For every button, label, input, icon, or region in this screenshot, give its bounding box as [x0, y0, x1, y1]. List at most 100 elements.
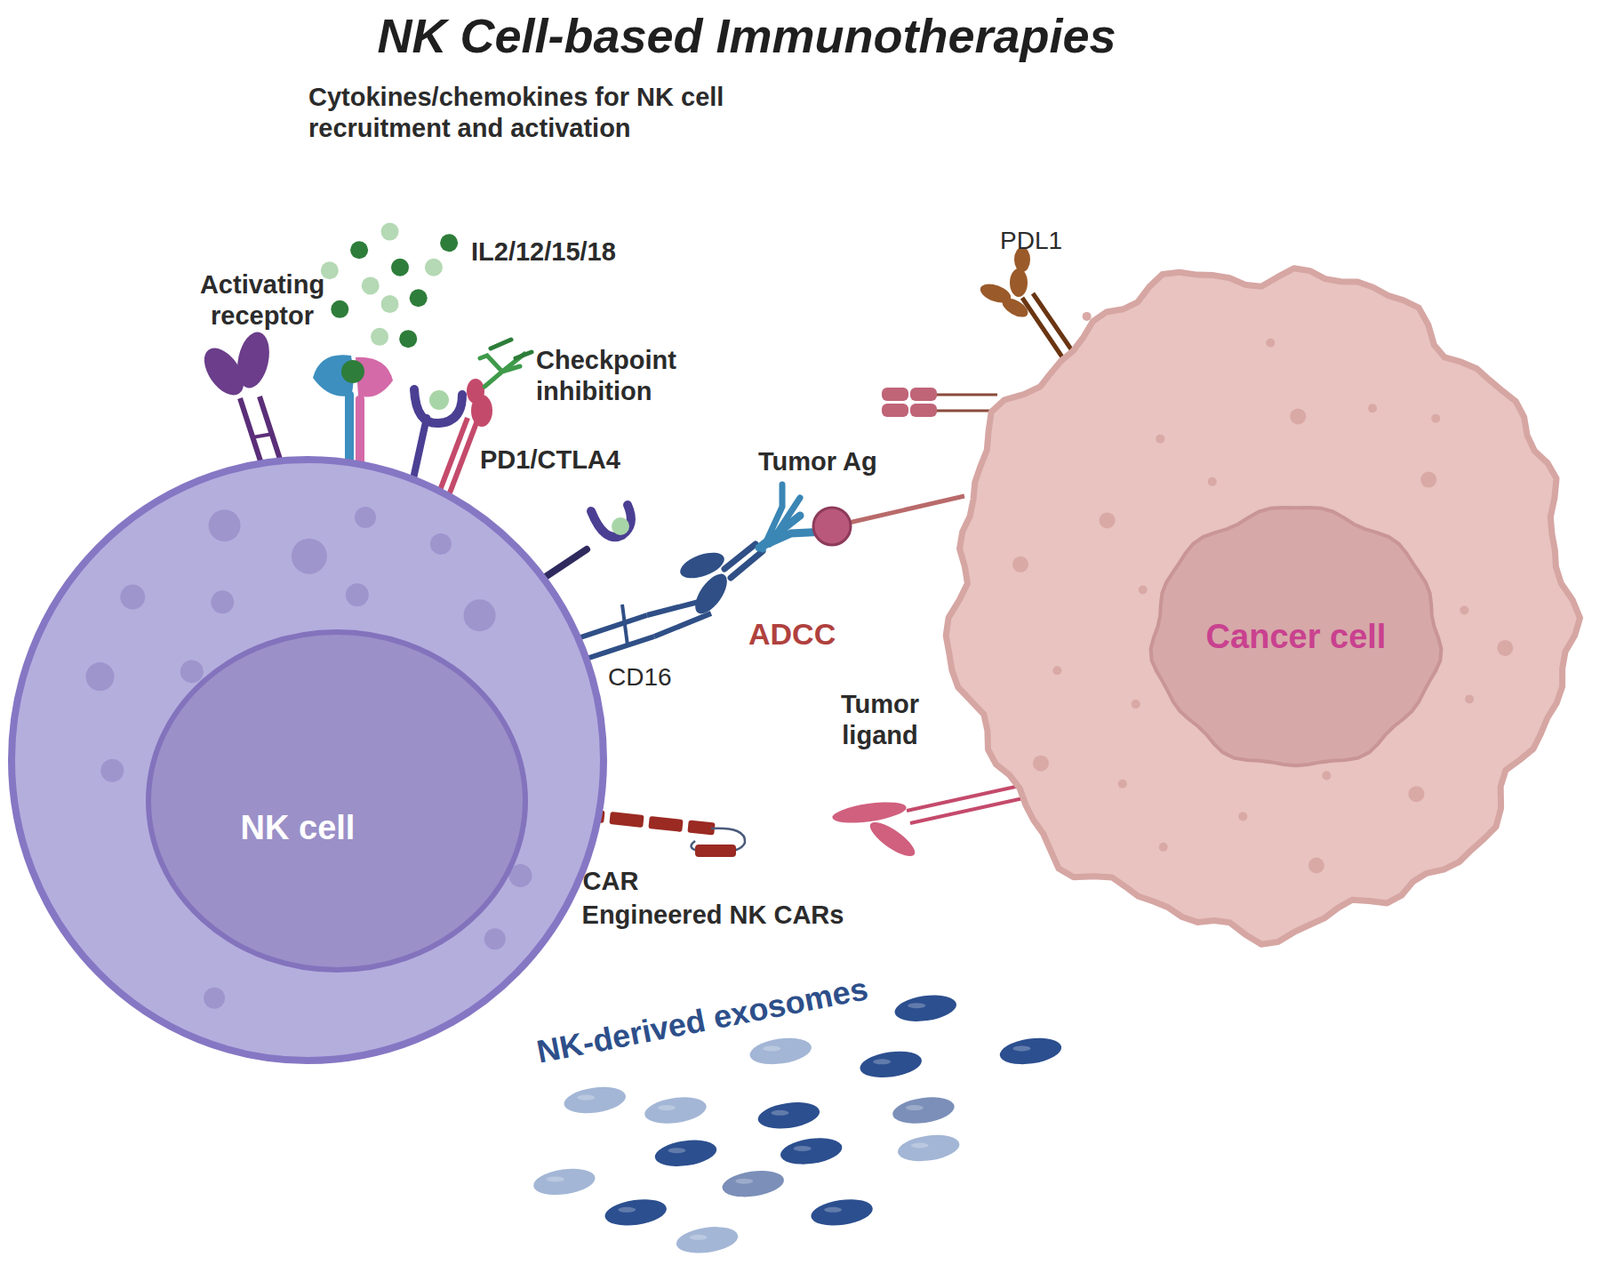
cell-shape [7, 455, 608, 1065]
granule [210, 590, 234, 614]
exosome-shine [689, 1234, 708, 1240]
exosome [674, 1223, 740, 1256]
exosome-shine [546, 1176, 565, 1182]
granule [291, 538, 328, 575]
exosome-shine [1012, 1045, 1031, 1051]
label: NK-derived exosomes [533, 969, 871, 1072]
pdl1-ligand [977, 247, 1080, 367]
tumor-ligand-shape [831, 784, 1032, 862]
granule [1408, 785, 1424, 802]
cytokine-dot [391, 258, 409, 277]
granule [464, 599, 496, 632]
cell-membrane [945, 268, 1580, 945]
exosome [531, 1165, 597, 1199]
granule [1012, 556, 1029, 573]
label: Engineered NK CARs [582, 899, 845, 931]
cell-membrane [11, 459, 604, 1061]
granule [430, 533, 452, 555]
cytokine-dot [381, 223, 400, 241]
granule [1155, 434, 1165, 444]
exosome [998, 1034, 1064, 1068]
granule [1159, 842, 1168, 852]
nucleus [148, 632, 526, 970]
exosome-shine [872, 1058, 891, 1064]
exosome-shine [735, 1178, 753, 1184]
granule [1496, 640, 1513, 656]
granule [1265, 338, 1275, 348]
granule [1459, 606, 1469, 616]
exosome-shine [824, 1207, 842, 1213]
granule [203, 987, 225, 1009]
exosome-shine [667, 1147, 686, 1153]
granule [1131, 699, 1141, 709]
granule [1118, 779, 1128, 789]
granule [1099, 512, 1116, 528]
exosome-shine [617, 1207, 636, 1213]
checkpoint-antibody [480, 339, 532, 387]
cancer-cell: Cancer cell [928, 248, 1594, 952]
label: IL2/12/15/18 [471, 236, 616, 268]
exosome [603, 1195, 669, 1229]
nk-receptor [533, 504, 632, 585]
granule [1308, 857, 1325, 874]
exosome [756, 1098, 822, 1132]
granule [120, 584, 145, 610]
activating-receptor [196, 328, 287, 480]
granule [1238, 811, 1248, 821]
exosome [562, 1083, 628, 1117]
exosome-shine [576, 1095, 595, 1101]
label: Activating receptor [177, 269, 347, 332]
granule [180, 659, 204, 683]
label: Tumor Ag [758, 446, 878, 478]
label: PD1/CTLA4 [480, 444, 621, 476]
cytokine-dot [381, 295, 400, 313]
exosome-shine [762, 1045, 781, 1051]
exosome-shine [770, 1110, 789, 1116]
nk-cell: NK cell [7, 455, 608, 1065]
cytokine-dots [320, 223, 458, 349]
cell-shape [928, 248, 1594, 952]
exosome-shine [911, 1143, 929, 1149]
granule [484, 928, 506, 950]
granule [1289, 408, 1306, 424]
granule [1032, 755, 1049, 772]
granule [1321, 770, 1331, 780]
label: CD16 [608, 662, 672, 693]
cytokine-dot [350, 240, 368, 259]
exosome-shine [907, 1002, 926, 1008]
granule [1431, 414, 1440, 424]
label: CAR [583, 865, 640, 897]
label: ADCC [748, 616, 836, 653]
granule [1138, 585, 1148, 595]
exosome [890, 1093, 956, 1127]
granule [208, 509, 241, 542]
cell-name: Cancer cell [1198, 616, 1394, 658]
exosome [642, 1093, 708, 1127]
granule [1420, 472, 1437, 488]
granule [1082, 312, 1092, 321]
label: PDL1 [1000, 225, 1063, 256]
exosome [778, 1134, 844, 1168]
granule [1368, 403, 1377, 413]
granule [86, 662, 115, 691]
exosome [748, 1034, 814, 1068]
cell-name: NK cell [182, 808, 414, 849]
exosome [858, 1048, 924, 1081]
granule [345, 583, 369, 607]
adcc-antibody [724, 484, 827, 578]
label: Tumor ligand [822, 688, 938, 752]
label: Checkpoint inhibition [536, 344, 714, 408]
exosome [653, 1136, 719, 1170]
exosome [896, 1131, 961, 1165]
cytokine-dot [409, 288, 428, 307]
nucleus [1151, 507, 1442, 766]
exosome-shine [657, 1104, 676, 1111]
tumor-antigen [813, 496, 965, 545]
exosome [893, 991, 959, 1024]
cytokine-dot [330, 300, 349, 319]
cytokine-dot [370, 328, 389, 346]
granule [100, 759, 124, 783]
tumor-receptor [881, 387, 998, 417]
granule [1464, 694, 1474, 704]
cytokine-dot [361, 276, 380, 295]
